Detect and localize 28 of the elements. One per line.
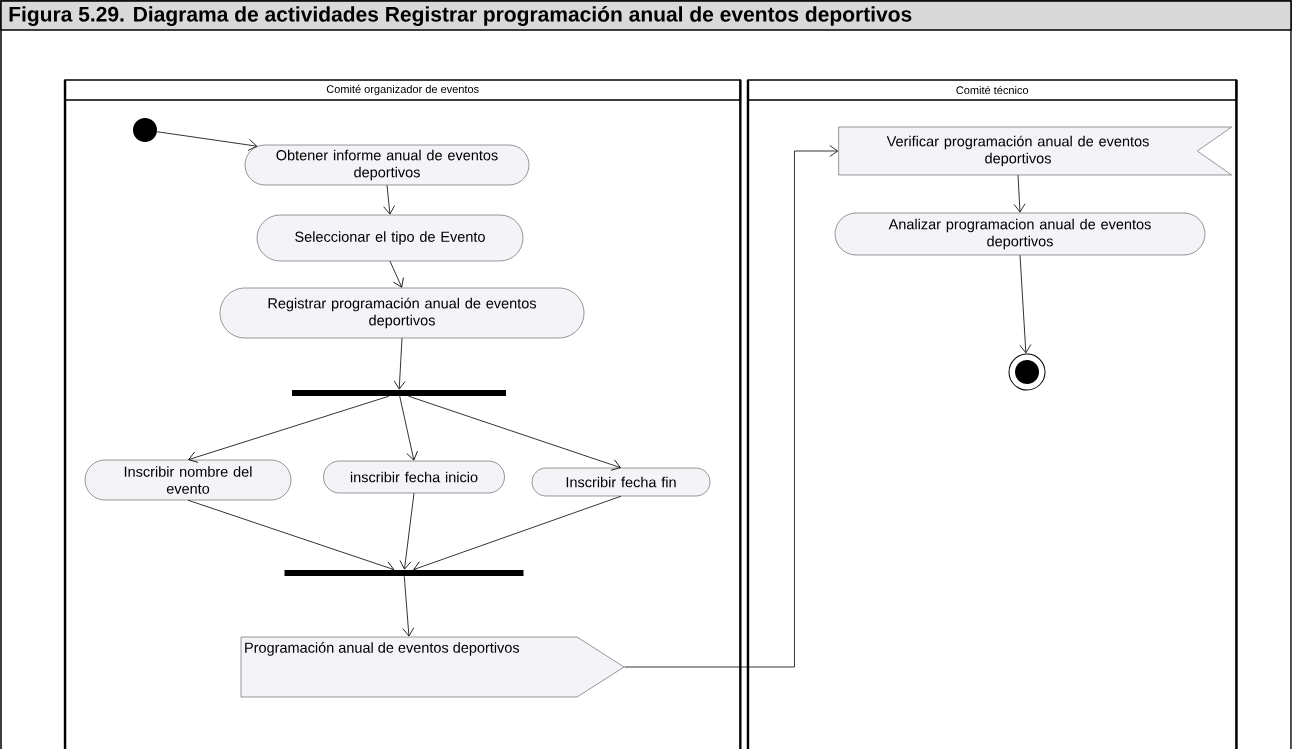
action-node: Obtener informe anual de eventos deportivos <box>244 144 530 186</box>
initial-node <box>133 118 157 142</box>
action-node: Inscribir nombre del evento <box>84 459 292 501</box>
title-band: Figura 5.29. Diagrama de actividades Registrar programación anual de eventos deportivos <box>0 0 1292 31</box>
arrow <box>413 495 622 573</box>
arrow <box>156 131 258 151</box>
final-node <box>1008 353 1046 391</box>
arrow <box>402 575 415 637</box>
arrow <box>399 395 418 461</box>
send-signal: Programación anual de eventos deportivos <box>240 636 625 698</box>
arrow <box>187 499 395 573</box>
arrow <box>624 145 839 668</box>
arrow <box>393 337 406 390</box>
action-node: inscribir fecha inicio <box>323 460 505 494</box>
arrow <box>399 492 415 570</box>
fork-bar <box>292 390 506 396</box>
arrow <box>188 395 390 463</box>
arrow <box>1019 254 1032 354</box>
action-node: Seleccionar el tipo de Evento <box>256 214 524 262</box>
action-node: Inscribir fecha fin <box>531 467 711 497</box>
arrow <box>408 395 621 471</box>
accept-signal: Verificar programación anual de eventos deportivos <box>838 126 1232 176</box>
fork-bar <box>284 570 524 576</box>
arrow <box>383 184 395 215</box>
action-node: Registrar programación anual de eventos deportivos <box>219 287 585 339</box>
arrow <box>389 260 404 288</box>
action-node: Analizar programacion anual de eventos deportivos <box>834 212 1206 256</box>
arrow <box>1013 174 1026 213</box>
